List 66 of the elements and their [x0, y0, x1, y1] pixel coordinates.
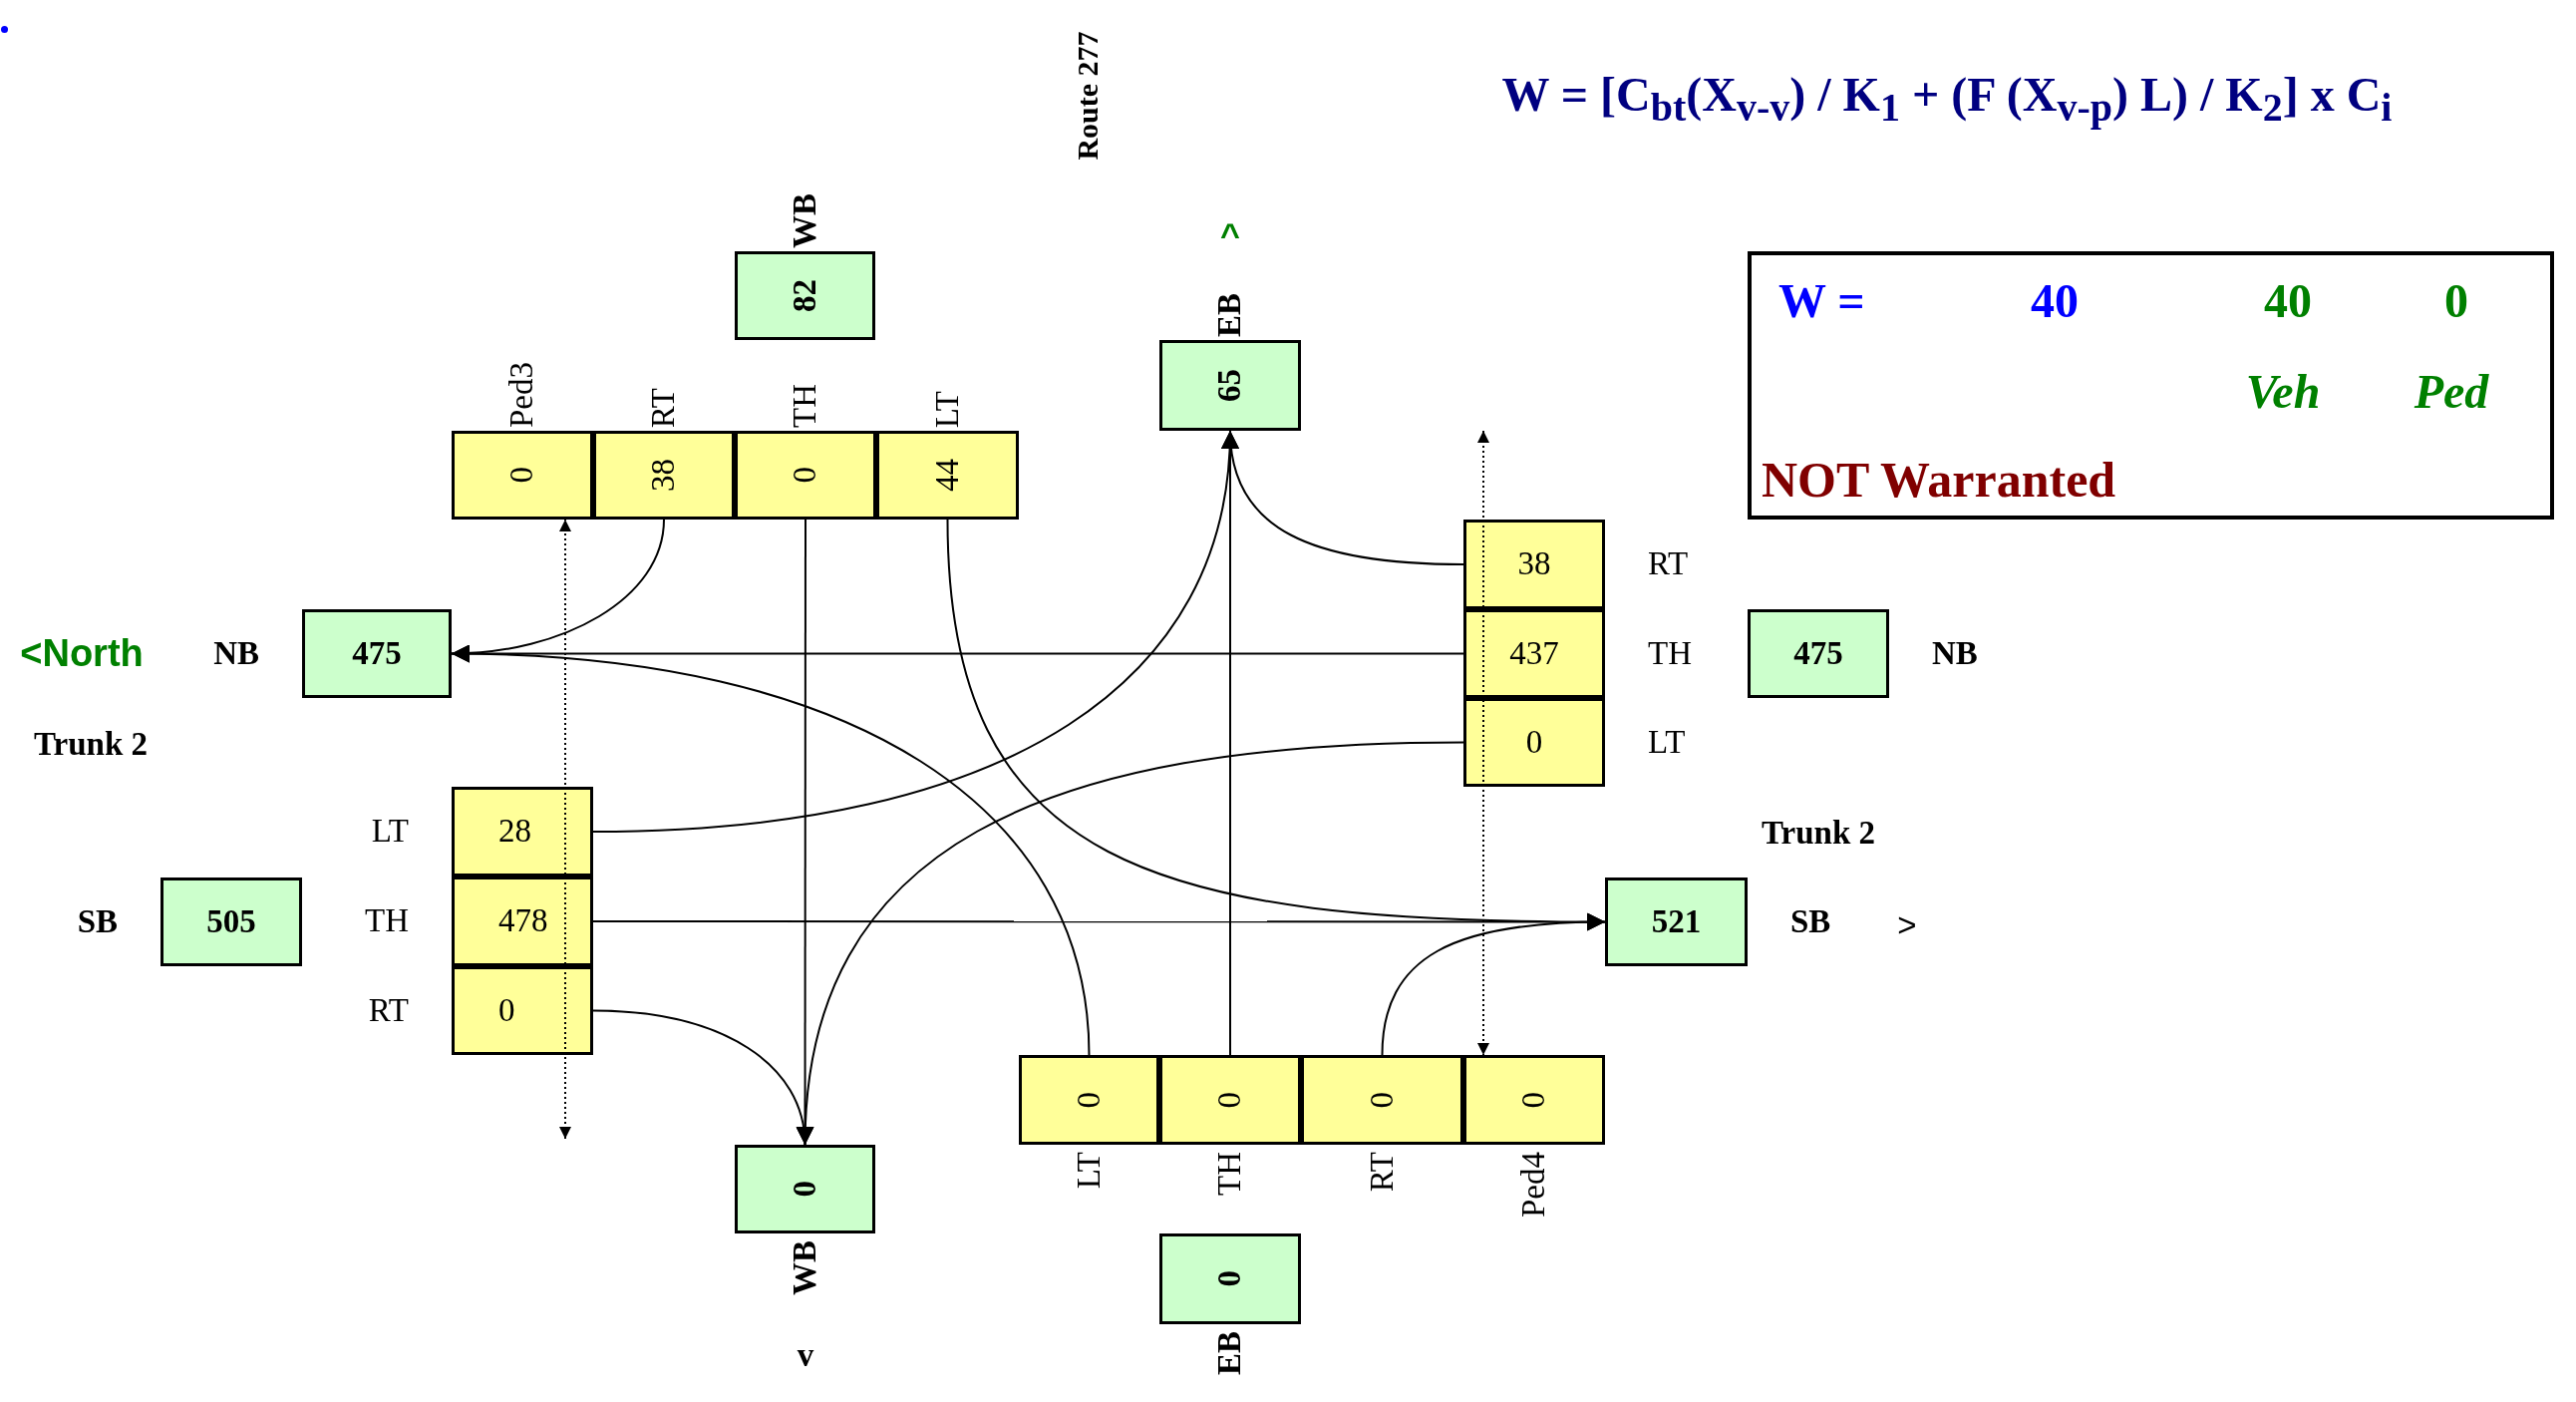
movement-label: RT — [645, 387, 683, 428]
movement-label: TH — [787, 384, 824, 428]
volume-value: 0 — [1515, 1091, 1553, 1109]
volume-total: 0 — [1211, 1270, 1249, 1287]
warrant-result-panel — [1748, 251, 2554, 520]
movement-label: RT — [368, 991, 409, 1030]
movement-label: RT — [1363, 1152, 1401, 1193]
movement-label: LT — [928, 390, 966, 428]
north-label: <North — [20, 632, 144, 676]
direction-label: SB — [77, 902, 118, 941]
direction-label: WB — [786, 193, 823, 248]
volume-value: 0 — [1211, 1091, 1249, 1109]
result-value: 40 — [2264, 273, 2312, 329]
volume-total: 521 — [1651, 902, 1702, 941]
movement-label: LT — [1070, 1152, 1108, 1190]
volume-value: 478 — [498, 902, 548, 940]
volume-value: 38 — [1517, 545, 1551, 583]
volume-value: 28 — [498, 813, 531, 851]
movement-label: TH — [1648, 634, 1692, 673]
formula-text: W = [C$_{bt}$(X$_{v-v}$) / K$_{1}$ + (F (X$_{v-p}$) L) / K$_{2}$] x C$_{i}$ — [1501, 66, 2393, 132]
volume-total: 505 — [206, 902, 256, 941]
traffic-movement-arrow — [1381, 912, 1606, 1056]
volume-value: 0 — [787, 467, 824, 484]
direction-mark: v — [797, 1337, 814, 1375]
direction-label: NB — [213, 634, 259, 673]
volume-value: 437 — [1509, 634, 1559, 673]
volume-total: 82 — [786, 279, 823, 312]
volume-value: 44 — [928, 459, 966, 492]
result-value: 0 — [2444, 273, 2468, 329]
result-value: 40 — [2031, 273, 2079, 329]
movement-label: TH — [1211, 1152, 1249, 1196]
direction-mark: > — [1897, 906, 1917, 944]
traffic-movement-arrow — [592, 1009, 812, 1146]
movement-label: TH — [365, 902, 409, 940]
movement-label: Ped3 — [503, 362, 541, 428]
volume-total: 0 — [786, 1181, 823, 1198]
pedestrian-crossing-arrow — [1477, 430, 1489, 1056]
road-name-label: Trunk 2 — [1762, 815, 1875, 853]
movement-label: LT — [1648, 723, 1686, 762]
traffic-movement-arrow — [1221, 430, 1239, 1056]
volume-value: 0 — [1525, 723, 1543, 762]
traffic-movement-arrow — [451, 645, 1091, 1056]
road-name-label: Trunk 2 — [34, 726, 148, 764]
warrant-status-text: NOT Warranted — [1762, 452, 2116, 510]
result-label: Veh — [2245, 364, 2321, 420]
volume-total: 475 — [352, 634, 402, 673]
road-name-label: Route 277 — [1070, 31, 1105, 161]
direction-label: WB — [786, 1240, 823, 1295]
volume-value: 0 — [503, 467, 541, 484]
volume-value: 0 — [1070, 1091, 1108, 1109]
result-label: W = — [1778, 273, 1865, 329]
direction-label: NB — [1932, 634, 1978, 673]
result-label: Ped — [2414, 364, 2489, 420]
direction-label: EB — [1211, 1331, 1249, 1376]
volume-total: 65 — [1211, 369, 1249, 402]
volume-value: 38 — [645, 459, 683, 492]
volume-value: 0 — [498, 991, 515, 1030]
volume-total: 475 — [1793, 634, 1843, 673]
direction-mark: ^ — [1220, 215, 1240, 255]
pedestrian-crossing-arrow — [559, 519, 571, 1140]
direction-label: EB — [1211, 292, 1249, 337]
direction-label: SB — [1790, 902, 1831, 941]
movement-label: Ped4 — [1515, 1152, 1553, 1218]
movement-label: LT — [371, 813, 409, 851]
volume-value: 0 — [1363, 1091, 1401, 1109]
movement-label: RT — [1648, 545, 1689, 583]
